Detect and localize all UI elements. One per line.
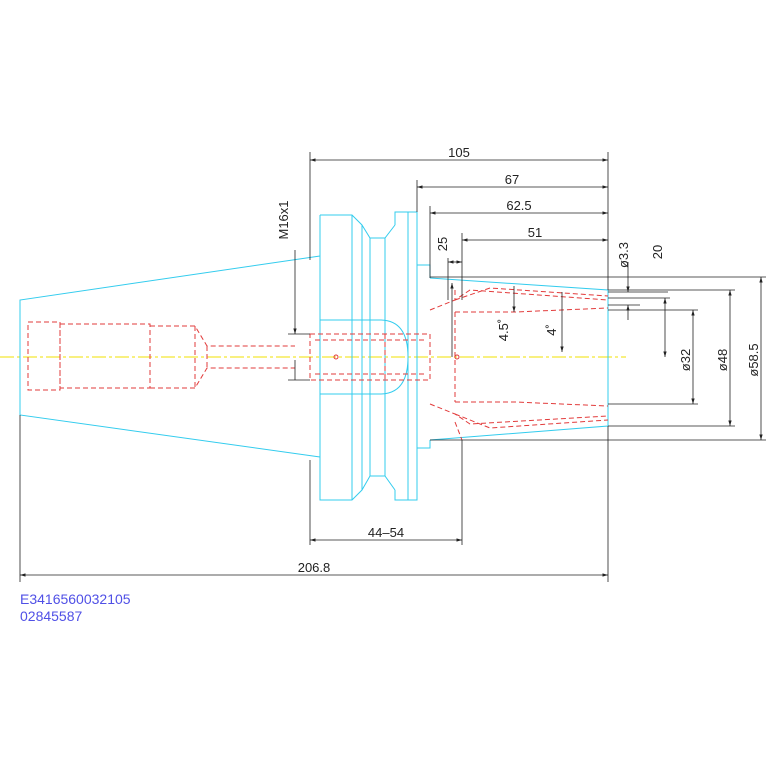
dim-206-8: 206.8 [298, 560, 331, 575]
dim-105: 105 [448, 145, 470, 160]
part-code: E3416560032105 [20, 591, 131, 607]
holder-outline [19, 211, 609, 501]
dim-20: 20 [650, 245, 665, 259]
center-mark-2 [454, 354, 460, 360]
dim-angle-4: 4˚ [544, 324, 559, 336]
dim-angle-4-5: 4.5˚ [496, 319, 511, 341]
dim-dia-48: ø48 [715, 349, 730, 371]
hidden-lines [27, 287, 609, 441]
dim-dia-58-5: ø58.5 [746, 343, 761, 376]
dim-25: 25 [435, 237, 450, 251]
dim-51: 51 [528, 225, 542, 240]
ref-code: 02845587 [20, 608, 83, 624]
dim-44-54: 44–54 [368, 525, 404, 540]
dimension-lines [19, 152, 766, 582]
dim-dia-3-3: ø3.3 [616, 242, 631, 268]
dim-67: 67 [505, 172, 519, 187]
dim-thread: M16x1 [276, 200, 291, 239]
dim-62-5: 62.5 [506, 198, 531, 213]
dim-dia-32: ø32 [678, 349, 693, 371]
center-mark [333, 354, 339, 360]
